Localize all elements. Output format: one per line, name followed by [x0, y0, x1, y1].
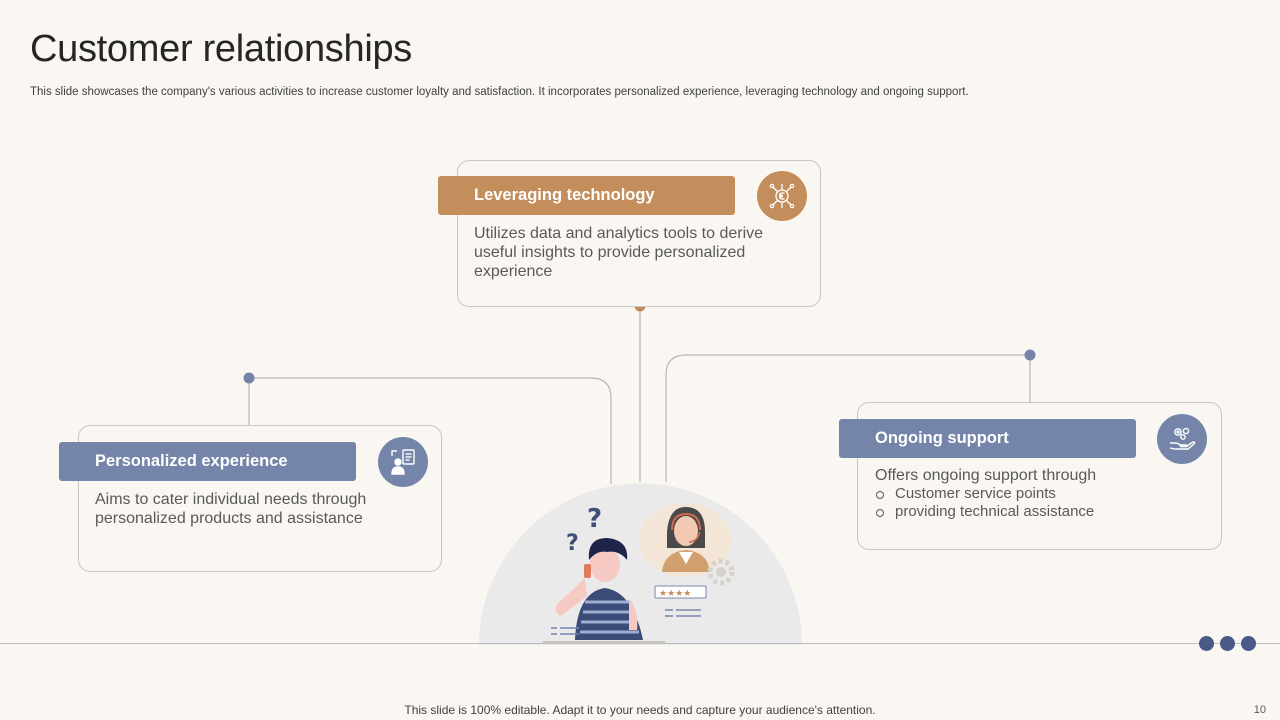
svg-text:★★★★: ★★★★ [659, 589, 691, 599]
personalized-connector-dot [243, 372, 255, 384]
slide-subtitle: This slide showcases the company's vario… [30, 86, 969, 98]
technology-description: Utilizes data and analytics tools to der… [474, 225, 764, 280]
support-bullet-item: Customer service points [875, 485, 1195, 503]
personalized-description: Aims to cater individual needs through p… [95, 491, 367, 527]
dot [1220, 636, 1235, 651]
support-bullet-item: providing technical assistance [875, 503, 1195, 521]
support-bullet-list: Customer service points providing techni… [875, 485, 1195, 521]
support-intro: Offers ongoing support through [875, 467, 1097, 484]
svg-text:?: ? [587, 504, 602, 534]
dot [1199, 636, 1214, 651]
svg-text:?: ? [566, 531, 579, 556]
dot [1241, 636, 1256, 651]
euro-network-icon [757, 171, 807, 221]
support-description: Offers ongoing support through Customer … [875, 466, 1195, 521]
decorative-dots [1199, 636, 1256, 651]
page-number: 10 [1253, 704, 1266, 716]
support-heading: Ongoing support [839, 419, 1136, 458]
slide-title: Customer relationships [30, 28, 413, 70]
customer-support-illustration: ★★★★ ? ? [479, 483, 802, 645]
support-connector-dot [1024, 349, 1036, 361]
customer-profile-icon [378, 437, 428, 487]
technology-heading: Leveraging technology [438, 176, 735, 215]
hand-gears-icon [1157, 414, 1207, 464]
footer-divider [0, 643, 1280, 644]
footer-note: This slide is 100% editable. Adapt it to… [404, 703, 876, 717]
personalized-heading: Personalized experience [59, 442, 356, 481]
